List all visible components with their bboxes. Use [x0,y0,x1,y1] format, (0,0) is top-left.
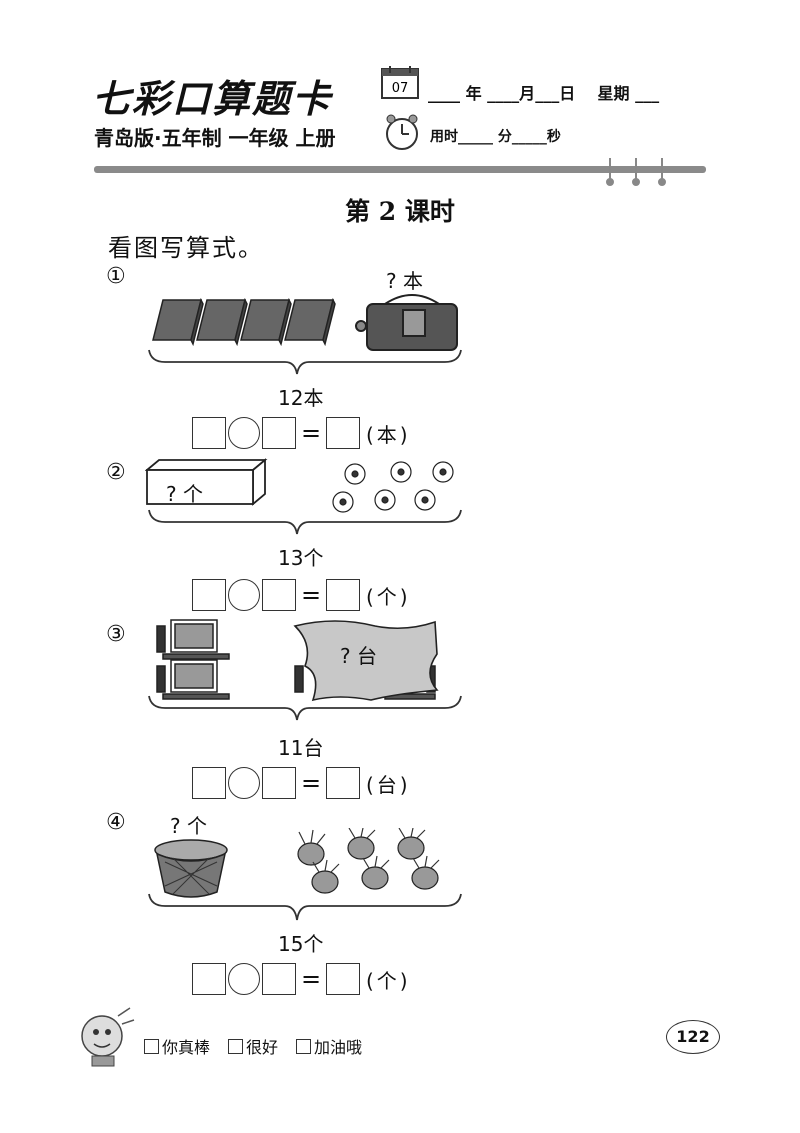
total-label: 12本 [278,386,324,410]
equals-sign: = [300,581,322,609]
brand-logo: 七彩口算题卡 [92,76,333,121]
book-icon [152,297,336,347]
question-label: ? 个 [170,814,207,838]
basket-icon [154,839,228,898]
checkbox[interactable] [228,1039,244,1054]
equation-row: = (个) [192,579,411,611]
calendar-day: 07 [392,81,409,96]
total-brace [148,893,462,921]
total-label: 11台 [278,736,324,760]
unit-label: (台) [366,772,411,797]
mascot-icon [81,1007,135,1067]
equals-sign: = [300,965,322,993]
answer-box[interactable] [326,963,360,995]
books-and-bag-illustration [148,294,462,375]
checkbox[interactable] [296,1039,312,1054]
cloth-cover [293,620,439,702]
calendar-icon: 07 [380,64,420,104]
equals-sign: = [300,769,322,797]
clock-icon [382,112,422,156]
operator-circle[interactable] [228,579,260,611]
date-fields: ____ 年 ____月___日 星期 ___ [428,84,660,103]
divider-pins [606,158,666,186]
answer-box[interactable] [192,417,226,449]
lesson-title: 第 2 课时 [345,197,455,226]
unit-label: (本) [366,422,411,447]
answer-box[interactable] [262,417,296,449]
answer-box[interactable] [326,579,360,611]
radish-icon [297,828,440,894]
answer-box[interactable] [262,579,296,611]
question-label: ? 台 [340,644,377,668]
total-label: 15个 [278,932,324,956]
answer-box[interactable] [262,767,296,799]
operator-circle[interactable] [228,963,260,995]
equals-sign: = [300,419,322,447]
rating-option[interactable]: 加油哦 [296,1034,362,1058]
problem-marker: ③ [106,622,126,647]
equation-row: = (台) [192,767,411,799]
equation-row: = (个) [192,963,411,995]
total-label: 13个 [278,546,324,570]
rating-option[interactable]: 你真棒 [144,1034,210,1058]
question-label: ? 个 [166,482,203,506]
rating-options: 你真棒 很好 加油哦 [144,1034,362,1058]
answer-box[interactable] [192,767,226,799]
bag-icon [355,294,458,351]
rating-option[interactable]: 很好 [228,1034,278,1058]
instruction: 看图写算式。 [108,234,264,262]
operator-circle[interactable] [228,767,260,799]
unit-label: (个) [366,584,411,609]
checkbox[interactable] [144,1039,159,1054]
total-brace [148,509,462,535]
time-fields: 用时_____ 分_____秒 [430,129,561,145]
problem-marker: ④ [106,810,126,835]
answer-box[interactable] [192,579,226,611]
total-brace [148,349,462,375]
computers-illustration [148,619,462,721]
answer-box[interactable] [192,963,226,995]
soccer-ball-icon [332,461,454,513]
page-number: 122 [666,1020,720,1054]
header-divider [94,166,706,173]
total-brace [148,695,462,721]
box-and-balls-illustration [145,458,462,535]
equation-row: = (本) [192,417,411,449]
problem-marker: ② [106,460,126,485]
box-icon [145,458,268,506]
unit-label: (个) [366,968,411,993]
answer-box[interactable] [326,767,360,799]
edition-label: 青岛版·五年制 一年级 上册 [94,126,336,150]
answer-box[interactable] [326,417,360,449]
operator-circle[interactable] [228,417,260,449]
basket-and-radishes-illustration [148,828,462,921]
question-label: ? 本 [386,269,423,293]
answer-box[interactable] [262,963,296,995]
problem-marker: ① [106,264,126,289]
